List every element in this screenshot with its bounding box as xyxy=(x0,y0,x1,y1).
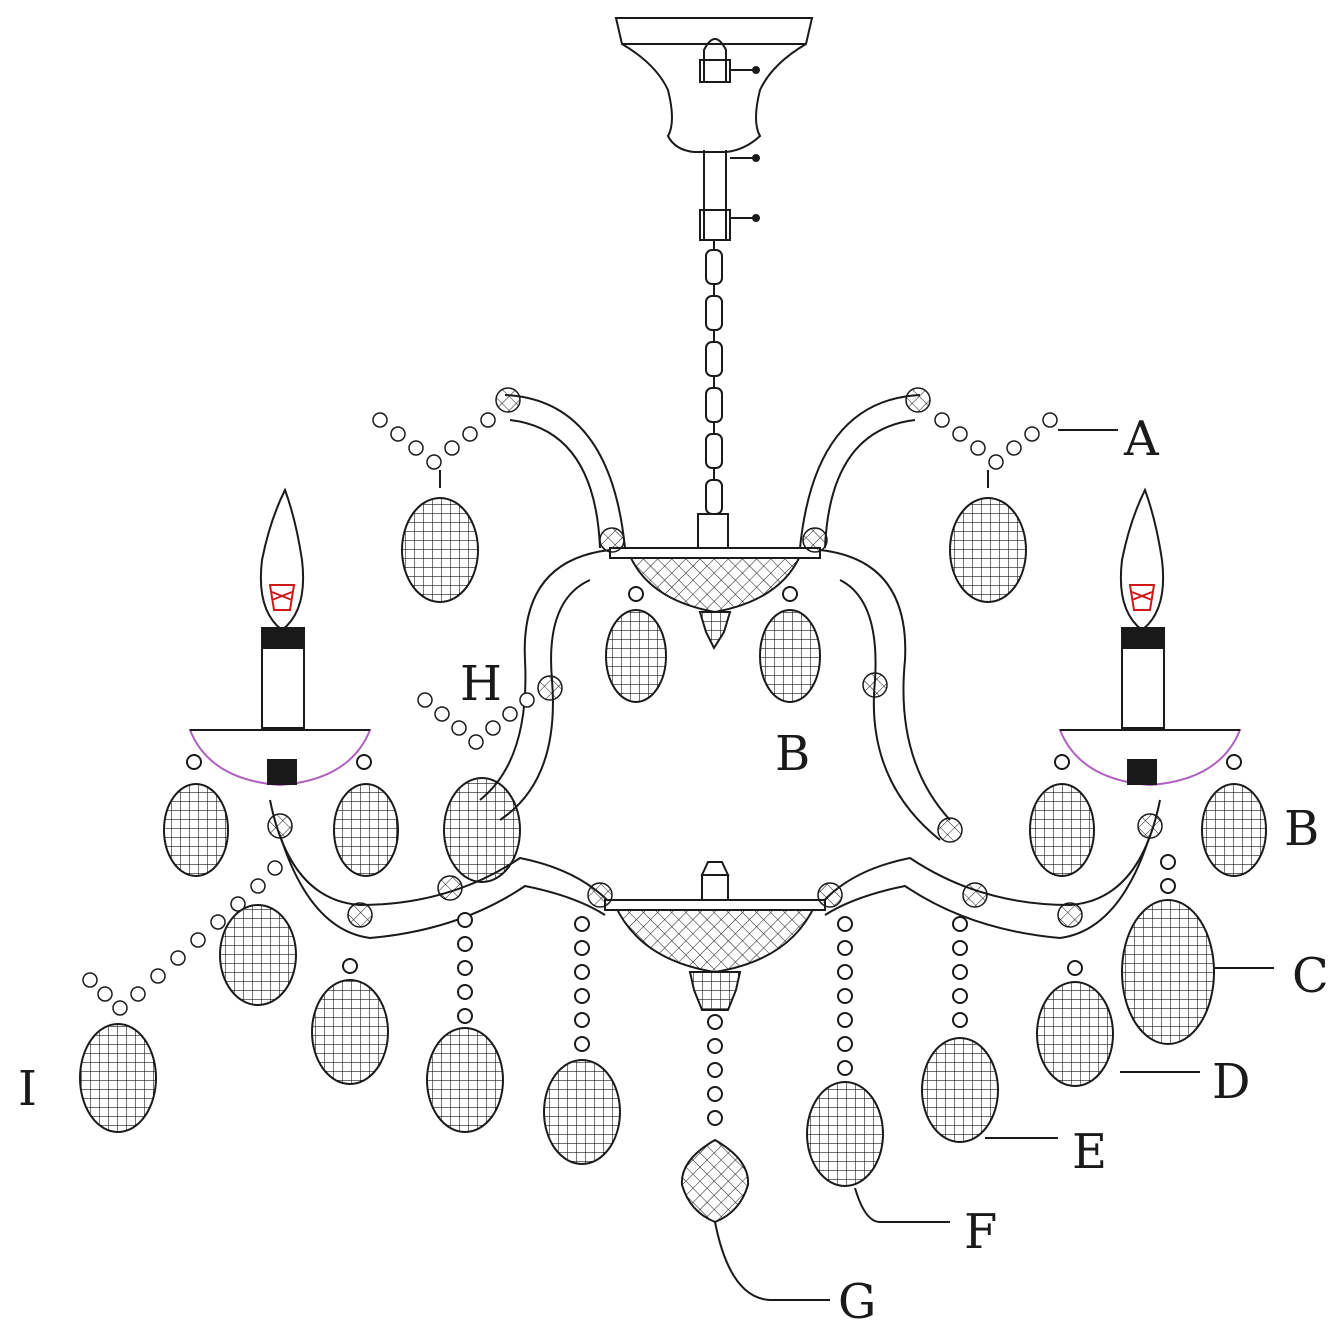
leader-line-G xyxy=(714,1221,830,1301)
candle-left xyxy=(188,487,372,787)
garlands xyxy=(82,387,1163,1016)
bulb-filament-left xyxy=(268,584,296,611)
chain xyxy=(697,240,729,549)
label-b-center: B xyxy=(775,726,810,782)
label-b-right: B xyxy=(1284,801,1319,857)
label-i: I xyxy=(18,1061,37,1117)
leader-line-F xyxy=(854,1187,950,1223)
bulb-filament-right xyxy=(1128,584,1156,611)
ceiling-canopy xyxy=(614,17,814,241)
label-a: A xyxy=(1123,411,1160,467)
pendant-drops xyxy=(79,470,1267,1224)
label-c: C xyxy=(1292,948,1329,1004)
lower-ring xyxy=(269,799,1161,940)
lower-bowl xyxy=(604,861,826,1011)
candle-right xyxy=(1058,487,1242,787)
part-labels: A B B C D E F G H I xyxy=(18,411,1329,1329)
label-g: G xyxy=(838,1274,876,1329)
label-f: F xyxy=(964,1204,997,1260)
label-d: D xyxy=(1212,1054,1250,1110)
label-e: E xyxy=(1072,1124,1107,1180)
label-h: H xyxy=(460,656,502,712)
leader-lines xyxy=(714,429,1274,1301)
upper-bowl xyxy=(609,547,821,651)
